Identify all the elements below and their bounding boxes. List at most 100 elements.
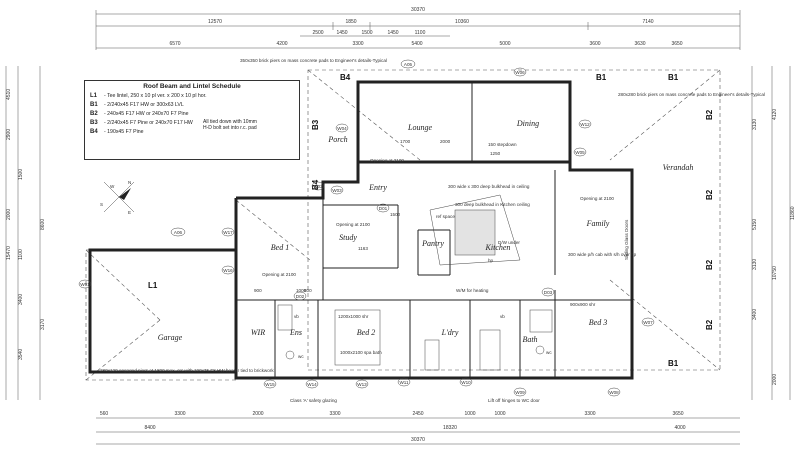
note-d800: 800	[304, 288, 312, 293]
tag-w03: W03	[330, 185, 344, 195]
note-d1500: 1500	[390, 212, 401, 217]
dim-top-c3: 3300	[352, 41, 363, 47]
svg-text:W16: W16	[223, 268, 233, 273]
note-shelves: 300 wide p/h cab with s/h over hp	[568, 252, 637, 257]
note-sliding: Sliding Glass Doors	[624, 219, 629, 260]
tag-w17: W17	[221, 227, 235, 237]
svg-text:A05: A05	[404, 62, 413, 67]
dim-bot-a1: 560	[100, 411, 109, 417]
dim-right-4: 3130	[752, 259, 758, 270]
note-wc2: wc	[546, 350, 552, 355]
schedule-side-note: All tied down with 10mm H-D bolt set int…	[203, 119, 257, 131]
compass-e: E	[128, 210, 131, 215]
note-opening-family: Opening at 2100	[580, 196, 614, 201]
schedule-title: Roof Beam and Lintel Schedule	[143, 83, 241, 90]
dim-left-3: 1500	[18, 169, 24, 180]
note-shower-bath: 900x900 shr	[570, 302, 596, 307]
tag-w10: W10	[459, 377, 473, 387]
note-opening-study: Opening at 2100	[336, 222, 370, 227]
room-bed1: Bed 1	[271, 243, 289, 252]
left-dimensions: 4510 2900 1500 2000 1100 3400 3540 3170 …	[5, 66, 46, 400]
dim-bot-a8: 3300	[584, 411, 595, 417]
tag-w04: W04	[335, 123, 349, 133]
tag-a05: A05	[400, 59, 416, 69]
room-bath: Bath	[522, 335, 537, 344]
plan-notes: 350x350 brick piers on mass concrete pad…	[100, 58, 765, 403]
tag-w13: W13	[355, 379, 369, 389]
dim-top-b5: 1100	[415, 30, 426, 36]
note-glazing: Class 'A' safety glazing	[290, 398, 337, 403]
dim-top-c8: 3650	[671, 41, 682, 47]
room-pantry: Pantry	[421, 239, 444, 248]
tag-w14: W14	[305, 379, 319, 389]
note-bulkhead1: 300 wide x 300 deep bulkhead in ceiling	[448, 184, 530, 189]
dim-top-total: 30370	[411, 7, 425, 13]
dim-top-b4: 1450	[387, 30, 398, 36]
beam-schedule: Roof Beam and Lintel Schedule L1- Tee li…	[84, 80, 300, 160]
svg-text:A06: A06	[174, 230, 183, 235]
note-piers-right: 280x280 brick piers on mass concrete pad…	[618, 92, 765, 97]
note-d1700: 1700	[400, 139, 411, 144]
svg-text:W10: W10	[461, 380, 471, 385]
beam-b1-top2: B1	[668, 73, 679, 82]
svg-text:D03: D03	[544, 290, 553, 295]
window-tags: A05 A06 W01 W02 W03 W04 W05 W06 W07 W08 …	[78, 59, 655, 397]
dim-left-5: 1100	[18, 249, 24, 260]
dim-bot-a7: 1000	[494, 411, 505, 417]
svg-text:W01: W01	[80, 282, 90, 287]
dim-bot-a6: 1000	[464, 411, 475, 417]
note-stepdown: 150 stepdown	[488, 142, 517, 147]
room-ens: Ens	[289, 328, 302, 337]
beam-b1-top1: B1	[596, 73, 607, 82]
svg-text:W15: W15	[265, 382, 275, 387]
room-garage: Garage	[158, 333, 183, 342]
note-hp: hp	[488, 258, 494, 263]
note-vb1: vb	[294, 314, 299, 319]
beam-l1: L1	[148, 281, 158, 290]
tag-w05: W05	[573, 147, 587, 157]
room-verandah: Verandah	[663, 163, 694, 172]
note-bulkhead2: 300 deep bulkhead in Kitchen ceiling	[455, 202, 530, 207]
tag-w12: W12	[578, 119, 592, 129]
right-dimensions: 4120 3130 5150 3130 3400 10750 11860 200…	[751, 66, 796, 400]
schedule-row: B4- 190x45 F7 Pine	[90, 129, 144, 135]
svg-text:W02: W02	[313, 184, 323, 189]
tag-w01: W01	[78, 279, 92, 289]
svg-text:W12: W12	[580, 122, 590, 127]
schedule-row: B3- 2/240x45 F7 Pine or 240x70 F17 HW	[90, 120, 193, 126]
dim-left-6: 3400	[18, 294, 24, 305]
tag-w07: W07	[641, 317, 655, 327]
svg-text:W03: W03	[332, 188, 342, 193]
schedule-row: B1- 2/240x45 F17 HW or 300x63 LVL	[90, 102, 184, 108]
dim-left-9: 8600	[40, 219, 46, 230]
room-labels: Lounge Dining Porch Entry Study Bed 1 Pa…	[158, 119, 694, 344]
note-wc1: wc	[298, 354, 304, 359]
room-porch: Porch	[327, 135, 347, 144]
note-d1250: 1250	[490, 151, 501, 156]
beam-b2-r3: B2	[705, 259, 714, 270]
dim-top-c5: 5000	[499, 41, 510, 47]
dim-right-5: 3400	[752, 309, 758, 320]
svg-text:W04: W04	[337, 126, 347, 131]
room-kitchen: Kitchen	[485, 243, 511, 252]
dim-bot-b1: 8400	[144, 425, 155, 431]
beam-b2-r4: B2	[705, 319, 714, 330]
tag-w11: W11	[397, 377, 411, 387]
note-wm: W/M for heating	[456, 288, 489, 293]
tag-d01: D01	[376, 203, 390, 213]
note-opening-bed1: Opening at 2100	[262, 272, 296, 277]
dim-left-7: 3540	[18, 349, 24, 360]
dim-bot-a3: 2000	[252, 411, 263, 417]
dim-bot-a5: 2450	[412, 411, 423, 417]
room-entry: Entry	[368, 183, 387, 192]
beam-labels: B4 B1 B1 B2 B2 B2 B2 B1 B3 B4 L1	[148, 73, 714, 368]
svg-text:W09: W09	[515, 390, 525, 395]
compass-w: W	[110, 184, 115, 189]
dim-top-c2: 4200	[276, 41, 287, 47]
dim-right-7: 11860	[790, 206, 796, 220]
dim-top-c6: 3600	[589, 41, 600, 47]
dim-top-a2: 1850	[345, 19, 356, 25]
note-garage-piers: 280x120 engaged piers at 1800 max. crs w…	[100, 368, 274, 373]
compass-n: N	[128, 180, 131, 185]
